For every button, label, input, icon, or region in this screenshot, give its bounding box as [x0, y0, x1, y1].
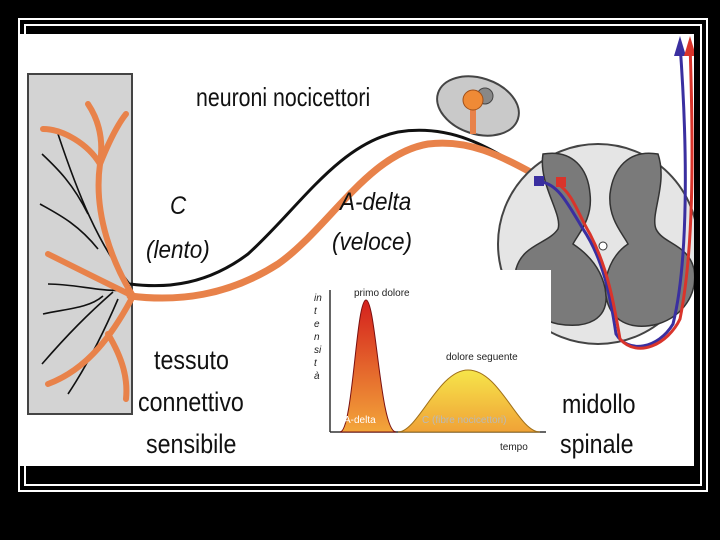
- cord-label-line2: spinale: [560, 430, 634, 459]
- pain-timing-inset: [301, 270, 551, 458]
- nociception-diagram: neuroni nocicettori C (lento) A-delta (v…: [18, 34, 694, 466]
- tissue-label-line3: sensibile: [146, 430, 236, 459]
- inset-peak1-fiber: A-delta: [344, 415, 376, 426]
- adelta-speed-label: (veloce): [332, 228, 412, 256]
- adelta-fiber-label: A-delta: [340, 188, 411, 216]
- cord-label-line1: midollo: [562, 390, 636, 419]
- inset-peak1-label: primo dolore: [354, 288, 410, 299]
- neurons-label: neuroni nocicettori: [196, 82, 370, 113]
- tissue-label-line2: connettivo: [138, 388, 244, 417]
- c-speed-label: (lento): [146, 236, 210, 264]
- inset-xlabel: tempo: [500, 442, 528, 453]
- c-fiber-label: C: [170, 192, 186, 220]
- inset-peak2-label: dolore seguente: [446, 352, 518, 363]
- tissue-block: [28, 74, 133, 414]
- inset-peak2-fiber: C (fibre nocicettori): [422, 415, 506, 426]
- inset-ylabel: intensità: [314, 292, 322, 383]
- tissue-label-line1: tessuto: [154, 346, 229, 375]
